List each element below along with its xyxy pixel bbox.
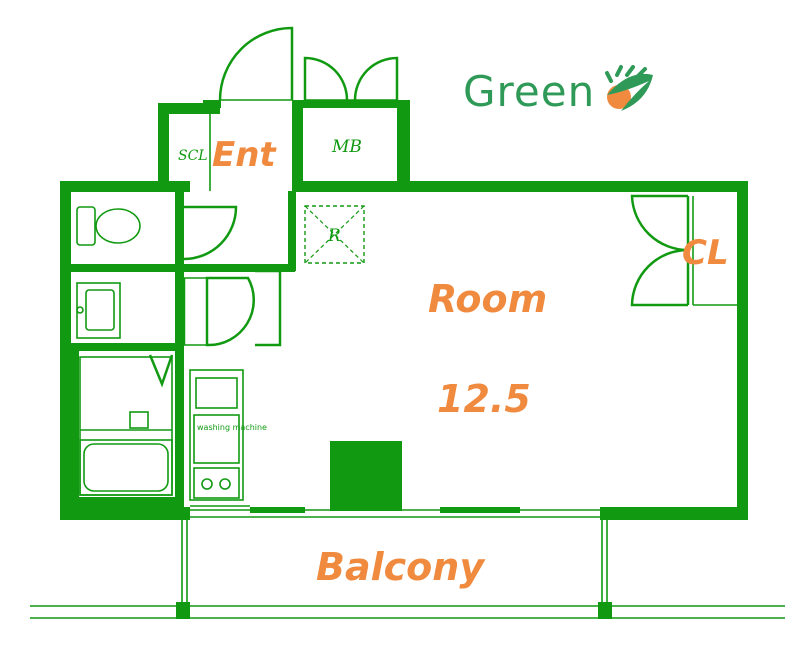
bathtub xyxy=(79,354,174,496)
toilet-fixture xyxy=(76,206,141,246)
entrance-label: Ent xyxy=(212,135,277,175)
washing-machine-label: washing machine xyxy=(197,423,267,432)
room-label: Room xyxy=(428,277,547,321)
meter-box-doors xyxy=(303,56,399,101)
closet-label: CL xyxy=(682,233,729,273)
leaf-sun-icon xyxy=(605,65,654,111)
refrigerator-label: R xyxy=(327,226,341,246)
entry-walls xyxy=(158,100,410,192)
closet xyxy=(630,194,737,307)
washroom-door xyxy=(182,269,282,347)
room-size: 12.5 xyxy=(437,377,531,421)
balcony xyxy=(30,520,785,619)
toilet-door xyxy=(183,205,238,261)
south-windows xyxy=(190,505,600,518)
shoe-closet-label: SCL xyxy=(178,148,208,164)
brand-name: Green xyxy=(463,67,596,116)
brand-logo: Green xyxy=(463,65,657,118)
meter-box-label: MB xyxy=(331,137,362,157)
refrigerator-space xyxy=(304,205,365,264)
washing-machine-area xyxy=(189,369,244,501)
balcony-label: Balcony xyxy=(316,545,486,589)
interior-walls xyxy=(60,191,402,512)
entrance-door xyxy=(218,26,294,101)
wash-basin xyxy=(76,282,121,339)
